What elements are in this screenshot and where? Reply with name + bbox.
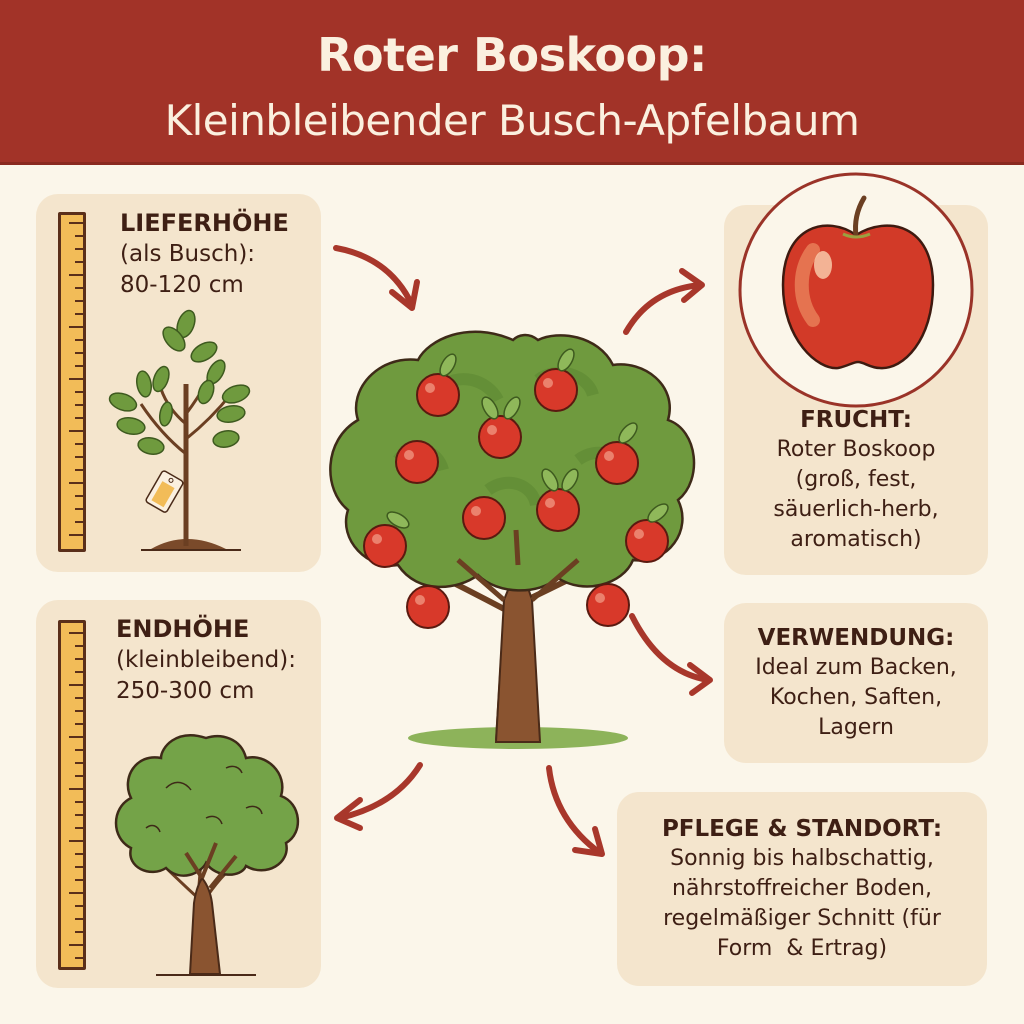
final-height-card: ENDHÖHE (kleinbleibend): 250-300 cm: [36, 600, 321, 988]
care-card: PFLEGE & STANDORT: Sonnig bis halbschatt…: [617, 792, 987, 986]
header-banner: Roter Boskoop: Kleinbleibender Busch-Apf…: [0, 0, 1024, 165]
sapling-icon: [108, 309, 251, 551]
final-height-value: 250-300 cm: [116, 678, 255, 704]
arrow-icon: [333, 245, 415, 308]
care-text: PFLEGE & STANDORT: Sonnig bis halbschatt…: [617, 814, 987, 964]
final-height-label: (kleinbleibend):: [116, 647, 296, 673]
page-subtitle: Kleinbleibender Busch-Apfelbaum: [164, 96, 860, 145]
apple-icon: [738, 172, 974, 408]
usage-text: VERWENDUNG: Ideal zum Backen, Kochen, Sa…: [724, 623, 988, 743]
final-height-text: ENDHÖHE (kleinbleibend): 250-300 cm: [116, 614, 296, 707]
care-heading: PFLEGE & STANDORT:: [661, 816, 943, 842]
care-line-4: Form & Ertrag): [716, 936, 888, 961]
care-line-2: nährstoffreicher Boden,: [672, 876, 932, 901]
fruit-line-1: Roter Boskoop: [776, 437, 936, 462]
ruler-icon: [58, 620, 86, 970]
usage-heading: VERWENDUNG:: [757, 625, 955, 651]
delivery-height-heading: LIEFERHÖHE: [120, 209, 289, 237]
fruit-line-4: aromatisch): [790, 527, 922, 552]
delivery-height-text: LIEFERHÖHE (als Busch): 80-120 cm: [120, 208, 289, 301]
mature-tree-icon: [114, 734, 300, 976]
fruit-line-2: (groß, fest,: [795, 467, 917, 492]
fruit-text: FRUCHT: Roter Boskoop (groß, fest, säuer…: [724, 405, 988, 555]
page-title: Roter Boskoop:: [317, 28, 707, 82]
fruit-heading: FRUCHT:: [800, 407, 912, 433]
care-line-3: regelmäßiger Schnitt (für: [663, 906, 941, 931]
delivery-height-label: (als Busch):: [120, 241, 256, 267]
ruler-icon: [58, 212, 86, 552]
usage-line-2: Kochen, Saften,: [769, 685, 943, 710]
usage-line-3: Lagern: [818, 715, 894, 740]
delivery-height-value: 80-120 cm: [120, 272, 244, 298]
delivery-height-card: LIEFERHÖHE (als Busch): 80-120 cm: [36, 194, 321, 572]
usage-card: VERWENDUNG: Ideal zum Backen, Kochen, Sa…: [724, 603, 988, 763]
arrow-icon: [629, 613, 711, 683]
fruit-line-3: säuerlich-herb,: [773, 497, 939, 522]
usage-line-1: Ideal zum Backen,: [755, 655, 957, 680]
arrow-icon: [623, 282, 703, 335]
arrow-icon: [337, 762, 423, 821]
arrow-icon: [546, 765, 603, 856]
apple-tree-illustration: [329, 330, 696, 749]
final-height-heading: ENDHÖHE: [116, 615, 250, 643]
care-line-1: Sonnig bis halbschattig,: [670, 846, 934, 871]
